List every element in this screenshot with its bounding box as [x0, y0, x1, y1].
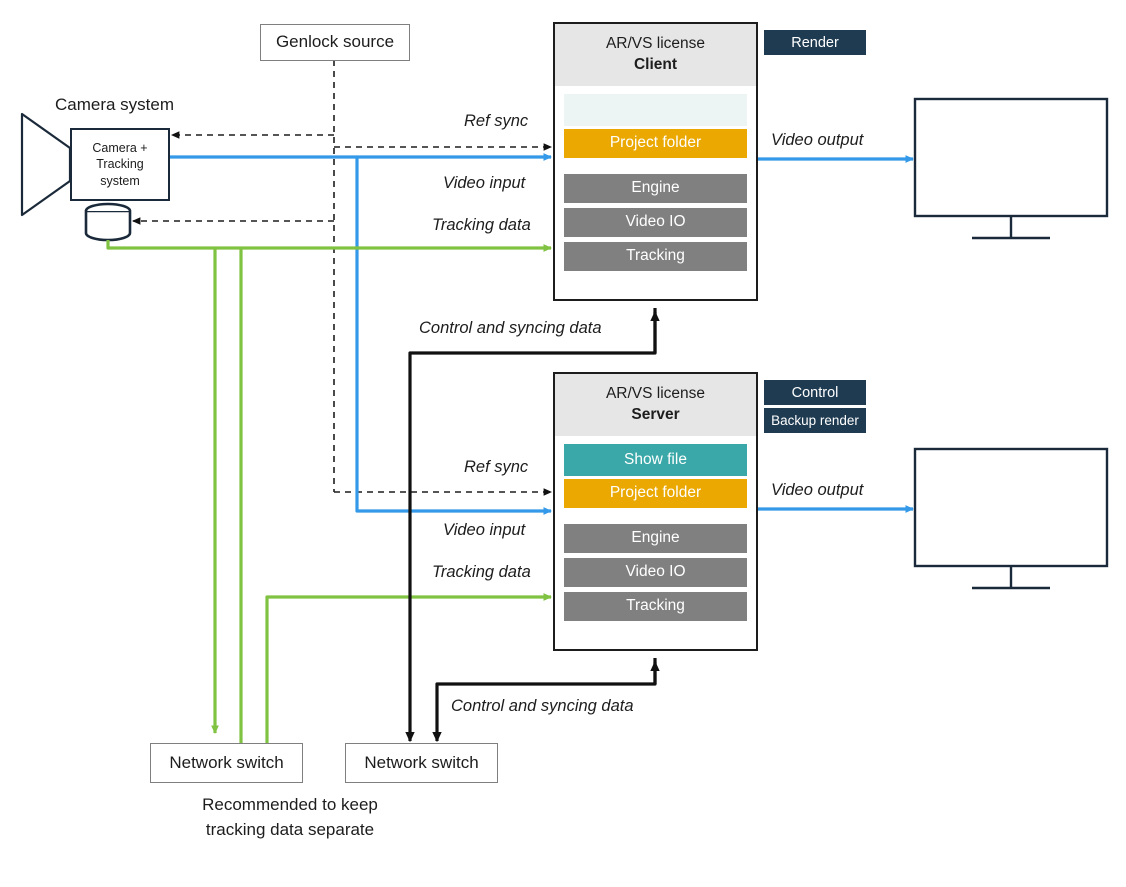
server-badge-control: Control: [764, 380, 866, 405]
client-slot-engine[interactable]: Engine: [564, 173, 747, 203]
camera-box-line-3: system: [100, 173, 140, 188]
label-ref-sync-client: Ref sync: [464, 112, 529, 130]
server-slot-tracking[interactable]: Tracking: [564, 591, 747, 621]
client-slot-tracking[interactable]: Tracking: [564, 241, 747, 271]
server-slot-project-folder[interactable]: Project folder: [564, 478, 747, 508]
client-slot-blank: [564, 93, 747, 126]
server-monitor-icon: [913, 447, 1109, 590]
server-slot-list: Show file Project folder Engine Video IO…: [555, 436, 756, 630]
client-slot-list: Project folder Engine Video IO Tracking: [555, 86, 756, 280]
server-license-label: AR/VS license: [605, 385, 706, 402]
network-switch-control[interactable]: Network switch: [345, 743, 498, 783]
label-video-output-client: Video output: [771, 131, 864, 149]
label-ref-sync-server: Ref sync: [464, 458, 529, 476]
client-monitor-icon: [913, 97, 1109, 240]
camera-system-label: Camera system: [55, 95, 175, 114]
tracking-sensor-icon: [84, 202, 132, 242]
server-badge-backup-render: Backup render: [764, 408, 866, 433]
network-switch-tracking-label: Network switch: [169, 752, 284, 772]
client-slot-video-io[interactable]: Video IO: [564, 207, 747, 237]
label-video-input-client: Video input: [443, 174, 526, 192]
label-control-sync-server: Control and syncing data: [451, 697, 634, 715]
camera-box-line-2: Tracking: [96, 157, 144, 172]
label-tracking-data-server: Tracking data: [432, 563, 531, 581]
client-license-label: AR/VS license: [605, 35, 706, 52]
genlock-source-box[interactable]: Genlock source: [260, 24, 410, 61]
footnote: Recommended to keep tracking data separa…: [145, 793, 435, 842]
client-badge-render: Render: [764, 30, 866, 55]
client-header: AR/VS license Client: [555, 24, 756, 86]
server-slot-video-io[interactable]: Video IO: [564, 557, 747, 587]
server-header: AR/VS license Server: [555, 374, 756, 436]
footnote-line-2: tracking data separate: [205, 819, 375, 839]
genlock-source-label: Genlock source: [275, 32, 395, 52]
camera-box-line-1: Camera +: [92, 140, 148, 155]
server-slot-engine[interactable]: Engine: [564, 523, 747, 553]
label-video-output-server: Video output: [771, 481, 864, 499]
label-control-sync-client: Control and syncing data: [419, 319, 602, 337]
camera-lens-icon: [20, 112, 72, 217]
sensor-to-client-tracking-data: [106, 240, 553, 252]
client-role-label: Client: [633, 56, 678, 74]
network-switch-tracking[interactable]: Network switch: [150, 743, 303, 783]
camera-tracking-system-box[interactable]: Camera + Tracking system: [70, 128, 170, 201]
label-video-input-server: Video input: [443, 521, 526, 539]
server-machine-card[interactable]: AR/VS license Server Show file Project f…: [553, 372, 758, 651]
server-slot-show-file[interactable]: Show file: [564, 443, 747, 476]
label-tracking-data-client: Tracking data: [432, 216, 531, 234]
network-switch-control-label: Network switch: [364, 752, 479, 772]
server-role-label: Server: [631, 406, 680, 424]
client-slot-project-folder[interactable]: Project folder: [564, 128, 747, 158]
client-machine-card[interactable]: AR/VS license Client Project folder Engi…: [553, 22, 758, 301]
footnote-line-1: Recommended to keep: [202, 795, 378, 814]
